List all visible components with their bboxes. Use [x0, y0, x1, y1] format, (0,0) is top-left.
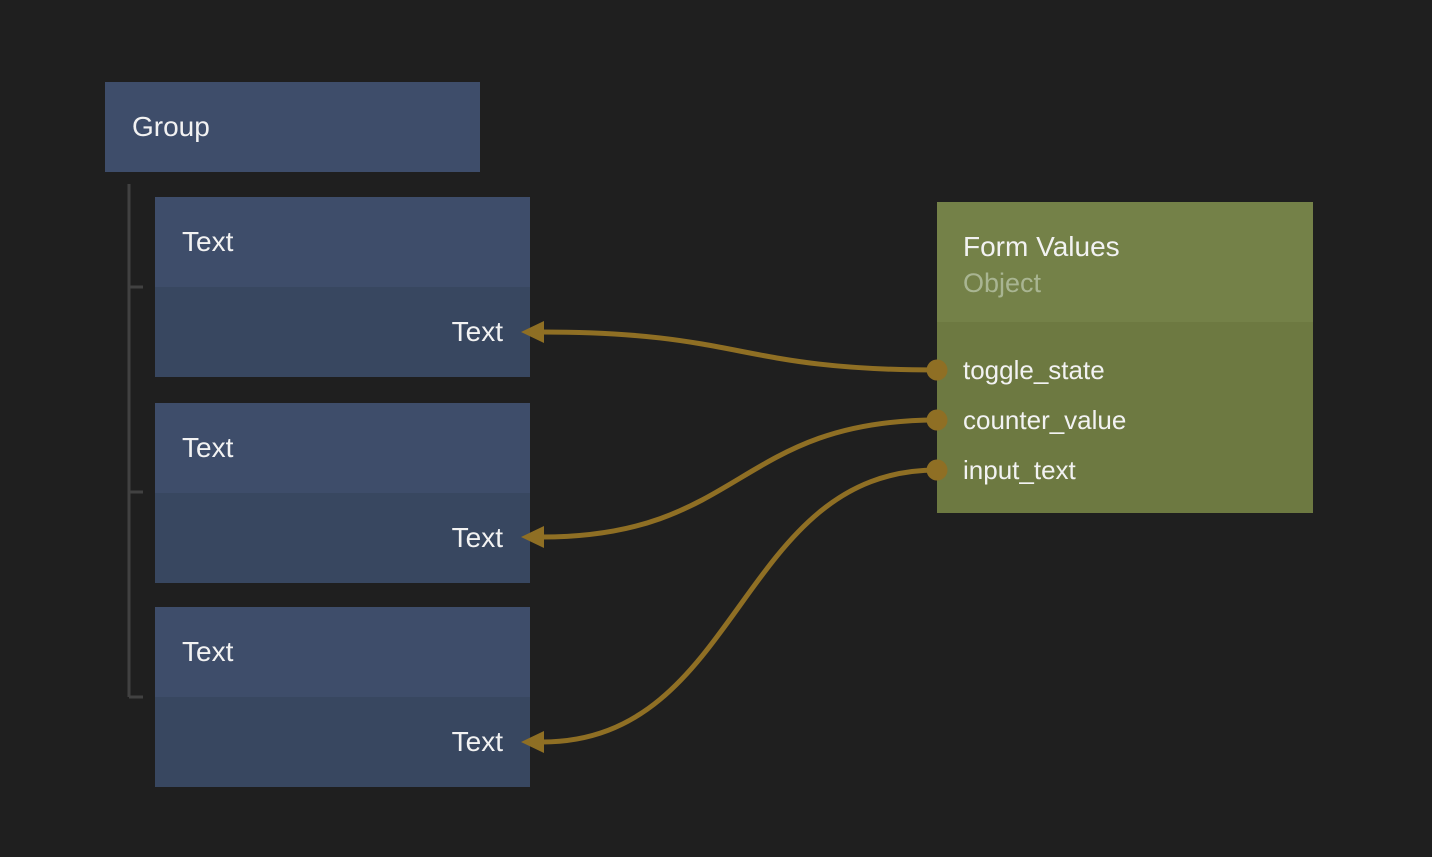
text-node-3-title: Text — [155, 607, 530, 697]
form-values-node-body: toggle_state counter_value input_text — [937, 322, 1313, 513]
text-node-2[interactable]: Text Text — [155, 403, 530, 583]
wire-path — [541, 417, 938, 540]
group-node[interactable]: Group — [105, 82, 480, 172]
group-node-title: Group — [132, 111, 210, 142]
form-values-node-subtitle: Object — [963, 268, 1042, 298]
output-row-input-text[interactable]: input_text — [937, 445, 1313, 495]
form-values-node-title: Form Values — [963, 231, 1120, 262]
text-node-2-input-row[interactable]: Text — [155, 493, 530, 583]
form-values-node[interactable]: Form Values Object toggle_state counter_… — [937, 202, 1313, 513]
wire-path — [541, 329, 938, 373]
text-node-2-input-label: Text — [451, 522, 503, 553]
wire-input-text-to-text-node-3[interactable] — [521, 467, 938, 753]
text-node-1-input-label: Text — [451, 316, 503, 347]
output-label-toggle-state: toggle_state — [963, 354, 1105, 385]
output-label-counter-value: counter_value — [963, 404, 1127, 435]
text-node-1[interactable]: Text Text — [155, 197, 530, 377]
wire-path — [541, 467, 938, 745]
text-node-1-input-row[interactable]: Text — [155, 287, 530, 377]
output-label-input-text: input_text — [963, 454, 1076, 485]
text-node-1-title: Text — [155, 197, 530, 287]
wire-counter-value-to-text-node-2[interactable] — [521, 417, 938, 548]
wire-toggle-state-to-text-node-1[interactable] — [521, 321, 938, 373]
text-node-2-title: Text — [155, 403, 530, 493]
text-node-3-input-row[interactable]: Text — [155, 697, 530, 787]
output-row-toggle-state[interactable]: toggle_state — [937, 345, 1313, 395]
text-node-3[interactable]: Text Text — [155, 607, 530, 787]
tree-connector-line — [127, 184, 143, 699]
output-row-counter-value[interactable]: counter_value — [937, 395, 1313, 445]
text-node-3-input-label: Text — [451, 726, 503, 757]
form-values-node-header: Form Values Object — [937, 202, 1313, 322]
